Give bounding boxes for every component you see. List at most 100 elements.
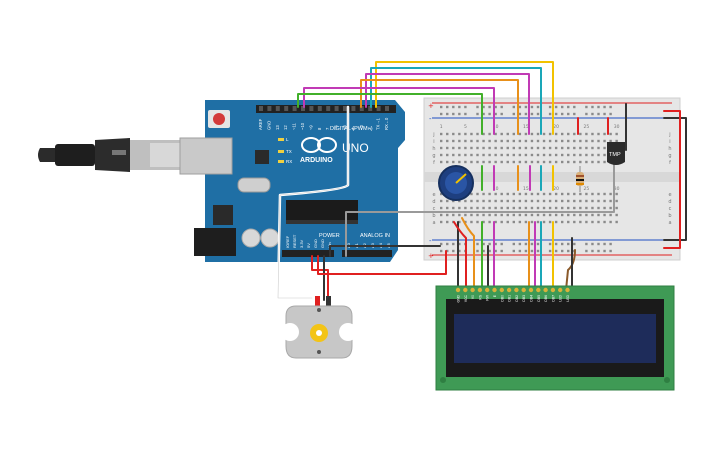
breadboard-hole[interactable] [518, 220, 522, 224]
breadboard-rail-hole[interactable] [500, 249, 503, 253]
breadboard-hole[interactable] [452, 153, 455, 157]
breadboard-hole[interactable] [585, 160, 588, 164]
breadboard-hole[interactable] [494, 220, 497, 224]
breadboard-hole[interactable] [603, 132, 606, 136]
breadboard-hole[interactable] [597, 153, 600, 157]
breadboard-hole[interactable] [615, 132, 618, 136]
breadboard-rail-hole[interactable] [524, 105, 528, 109]
breadboard-hole[interactable] [440, 220, 443, 224]
breadboard-hole[interactable] [536, 199, 540, 203]
breadboard-hole[interactable] [452, 160, 455, 164]
lcd-pin[interactable] [536, 287, 541, 293]
breadboard-hole[interactable] [591, 139, 594, 143]
breadboard-hole[interactable] [536, 139, 540, 143]
breadboard-hole[interactable] [573, 213, 576, 217]
breadboard-hole[interactable] [446, 153, 449, 157]
breadboard-hole[interactable] [597, 206, 600, 210]
breadboard-hole[interactable] [609, 199, 612, 203]
breadboard-hole[interactable] [561, 132, 564, 136]
breadboard-rail-hole[interactable] [458, 249, 461, 253]
breadboard-hole[interactable] [542, 160, 546, 164]
breadboard-hole[interactable] [464, 206, 467, 210]
breadboard-rail-hole[interactable] [597, 112, 600, 116]
breadboard-hole[interactable] [506, 213, 509, 217]
breadboard-rail-hole[interactable] [524, 249, 528, 253]
breadboard-hole[interactable] [452, 199, 455, 203]
breadboard-hole[interactable] [488, 132, 491, 136]
breadboard-hole[interactable] [615, 192, 618, 196]
lcd-pin[interactable] [477, 287, 483, 293]
breadboard-hole[interactable] [440, 199, 443, 203]
breadboard-hole[interactable] [554, 199, 558, 203]
breadboard-hole[interactable] [464, 153, 467, 157]
breadboard-rail-hole[interactable] [500, 112, 503, 116]
arduino-top-pin[interactable] [351, 106, 356, 111]
breadboard-rail-hole[interactable] [482, 112, 485, 116]
breadboard-hole[interactable] [615, 139, 618, 143]
breadboard-rail-hole[interactable] [561, 242, 564, 246]
breadboard-rail-hole[interactable] [440, 112, 443, 116]
breadboard-hole[interactable] [554, 132, 558, 136]
breadboard-hole[interactable] [500, 199, 503, 203]
breadboard-hole[interactable] [597, 146, 600, 150]
breadboard-rail-hole[interactable] [591, 242, 594, 246]
breadboard-hole[interactable] [500, 139, 503, 143]
breadboard-hole[interactable] [488, 206, 491, 210]
breadboard-hole[interactable] [561, 220, 564, 224]
breadboard-rail-hole[interactable] [554, 249, 558, 253]
breadboard-rail-hole[interactable] [585, 249, 588, 253]
breadboard-hole[interactable] [440, 213, 443, 217]
breadboard-hole[interactable] [542, 146, 546, 150]
breadboard-hole[interactable] [591, 160, 594, 164]
breadboard-hole[interactable] [488, 199, 491, 203]
breadboard-hole[interactable] [482, 153, 485, 157]
breadboard-hole[interactable] [494, 206, 497, 210]
breadboard-hole[interactable] [470, 213, 473, 217]
breadboard-hole[interactable] [452, 139, 455, 143]
breadboard-hole[interactable] [579, 220, 582, 224]
breadboard-hole[interactable] [579, 146, 582, 150]
breadboard-hole[interactable] [603, 153, 606, 157]
arduino-top-pin[interactable] [343, 106, 347, 111]
breadboard-hole[interactable] [567, 139, 570, 143]
breadboard-hole[interactable] [512, 220, 515, 224]
breadboard-rail-hole[interactable] [561, 105, 564, 109]
breadboard-hole[interactable] [500, 220, 503, 224]
breadboard-hole[interactable] [530, 160, 534, 164]
breadboard-rail-hole[interactable] [603, 105, 606, 109]
breadboard-rail-hole[interactable] [476, 105, 479, 109]
breadboard-rail-hole[interactable] [603, 242, 606, 246]
breadboard-hole[interactable] [482, 199, 485, 203]
breadboard-hole[interactable] [554, 192, 558, 196]
breadboard-hole[interactable] [567, 160, 570, 164]
breadboard-hole[interactable] [530, 199, 534, 203]
breadboard-hole[interactable] [609, 139, 612, 143]
breadboard-hole[interactable] [482, 213, 485, 217]
breadboard-hole[interactable] [440, 132, 443, 136]
lcd-pin[interactable] [521, 287, 526, 293]
breadboard-hole[interactable] [482, 220, 485, 224]
breadboard-rail-hole[interactable] [573, 105, 576, 109]
breadboard-rail-hole[interactable] [494, 242, 497, 246]
lcd-pin[interactable] [543, 287, 548, 293]
breadboard-hole[interactable] [554, 213, 558, 217]
breadboard-hole[interactable] [536, 220, 540, 224]
breadboard-rail-hole[interactable] [530, 242, 534, 246]
breadboard-hole[interactable] [458, 139, 461, 143]
breadboard-hole[interactable] [524, 199, 528, 203]
breadboard-rail-hole[interactable] [500, 105, 503, 109]
breadboard-hole[interactable] [494, 199, 497, 203]
lcd-pin[interactable] [565, 287, 570, 293]
breadboard-hole[interactable] [506, 220, 509, 224]
breadboard-rail-hole[interactable] [518, 105, 522, 109]
breadboard-hole[interactable] [603, 220, 606, 224]
breadboard-hole[interactable] [446, 199, 449, 203]
breadboard-hole[interactable] [609, 213, 612, 217]
breadboard-hole[interactable] [518, 213, 522, 217]
lcd-pin[interactable] [470, 287, 475, 293]
breadboard-hole[interactable] [482, 206, 485, 210]
breadboard-hole[interactable] [554, 206, 558, 210]
breadboard-hole[interactable] [585, 220, 588, 224]
breadboard-hole[interactable] [585, 199, 588, 203]
breadboard-hole[interactable] [506, 192, 509, 196]
